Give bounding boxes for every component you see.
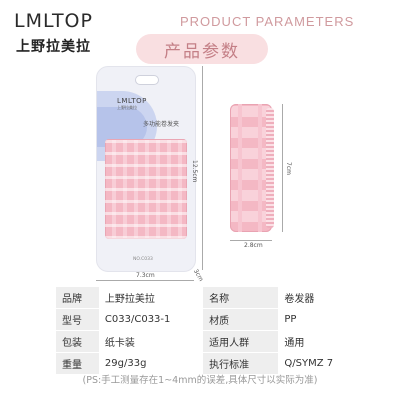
param-value: 通用 bbox=[278, 330, 376, 353]
roller-image bbox=[230, 104, 272, 232]
package-product-label: 多功能卷发夹 bbox=[143, 121, 180, 128]
param-value: C033/C033-1 bbox=[98, 308, 198, 331]
package-brand-sub: 上野拉美拉 bbox=[117, 105, 137, 110]
card-height-label: 12.5cm bbox=[191, 160, 198, 183]
param-key: 材质 bbox=[203, 308, 279, 331]
param-value: Q/SYMZ 7 bbox=[278, 352, 376, 375]
section-title-cn: 产品参数 bbox=[164, 41, 240, 62]
param-value: 卷发器 bbox=[278, 287, 376, 309]
section-title-en: PRODUCT PARAMETERS bbox=[180, 14, 355, 29]
roller-height-label: 7cm bbox=[285, 162, 292, 175]
roller-width-label: 2.8cm bbox=[244, 242, 263, 249]
measurement-note: (PS:手工测量存在1~4mm的误差,具体尺寸以实际为准) bbox=[82, 375, 318, 386]
parameter-table: 品牌 上野拉美拉 名称 卷发器 型号 C033/C033-1 材质 PP 包装 … bbox=[56, 287, 376, 375]
param-key: 重量 bbox=[56, 352, 99, 375]
table-row: 型号 C033/C033-1 材质 PP bbox=[56, 308, 376, 331]
param-value: PP bbox=[278, 308, 376, 331]
param-value: 29g/33g bbox=[98, 352, 198, 375]
param-key: 执行标准 bbox=[203, 352, 279, 375]
roller-teeth bbox=[266, 108, 274, 228]
param-key: 包装 bbox=[56, 330, 99, 353]
package-code: NO.C033 bbox=[133, 257, 153, 262]
param-key: 名称 bbox=[203, 287, 279, 309]
brand-logo-cn: 上野拉美拉 bbox=[16, 39, 91, 55]
param-value: 上野拉美拉 bbox=[98, 287, 198, 309]
package-brand: LMLTOP bbox=[117, 97, 147, 105]
card-width-line bbox=[96, 280, 194, 281]
roller-height-line bbox=[282, 104, 283, 232]
table-row: 品牌 上野拉美拉 名称 卷发器 bbox=[56, 287, 376, 309]
param-value: 纸卡装 bbox=[98, 330, 198, 353]
card-height-line bbox=[202, 66, 203, 270]
package-card-image: LMLTOP 上野拉美拉 多功能卷发夹 NO.C033 bbox=[96, 66, 196, 272]
packaged-rollers bbox=[105, 139, 187, 239]
roller-width-line bbox=[230, 240, 272, 241]
hang-hole bbox=[135, 75, 159, 85]
table-row: 包装 纸卡装 适用人群 通用 bbox=[56, 330, 376, 353]
param-key: 品牌 bbox=[56, 287, 99, 309]
card-width-label: 7.3cm bbox=[136, 272, 155, 279]
param-key: 型号 bbox=[56, 308, 99, 331]
table-row: 重量 29g/33g 执行标准 Q/SYMZ 7 bbox=[56, 352, 376, 375]
brand-logo-en: LMLTOP bbox=[14, 10, 93, 32]
section-title-pill: 产品参数 bbox=[136, 34, 268, 64]
param-key: 适用人群 bbox=[203, 330, 279, 353]
